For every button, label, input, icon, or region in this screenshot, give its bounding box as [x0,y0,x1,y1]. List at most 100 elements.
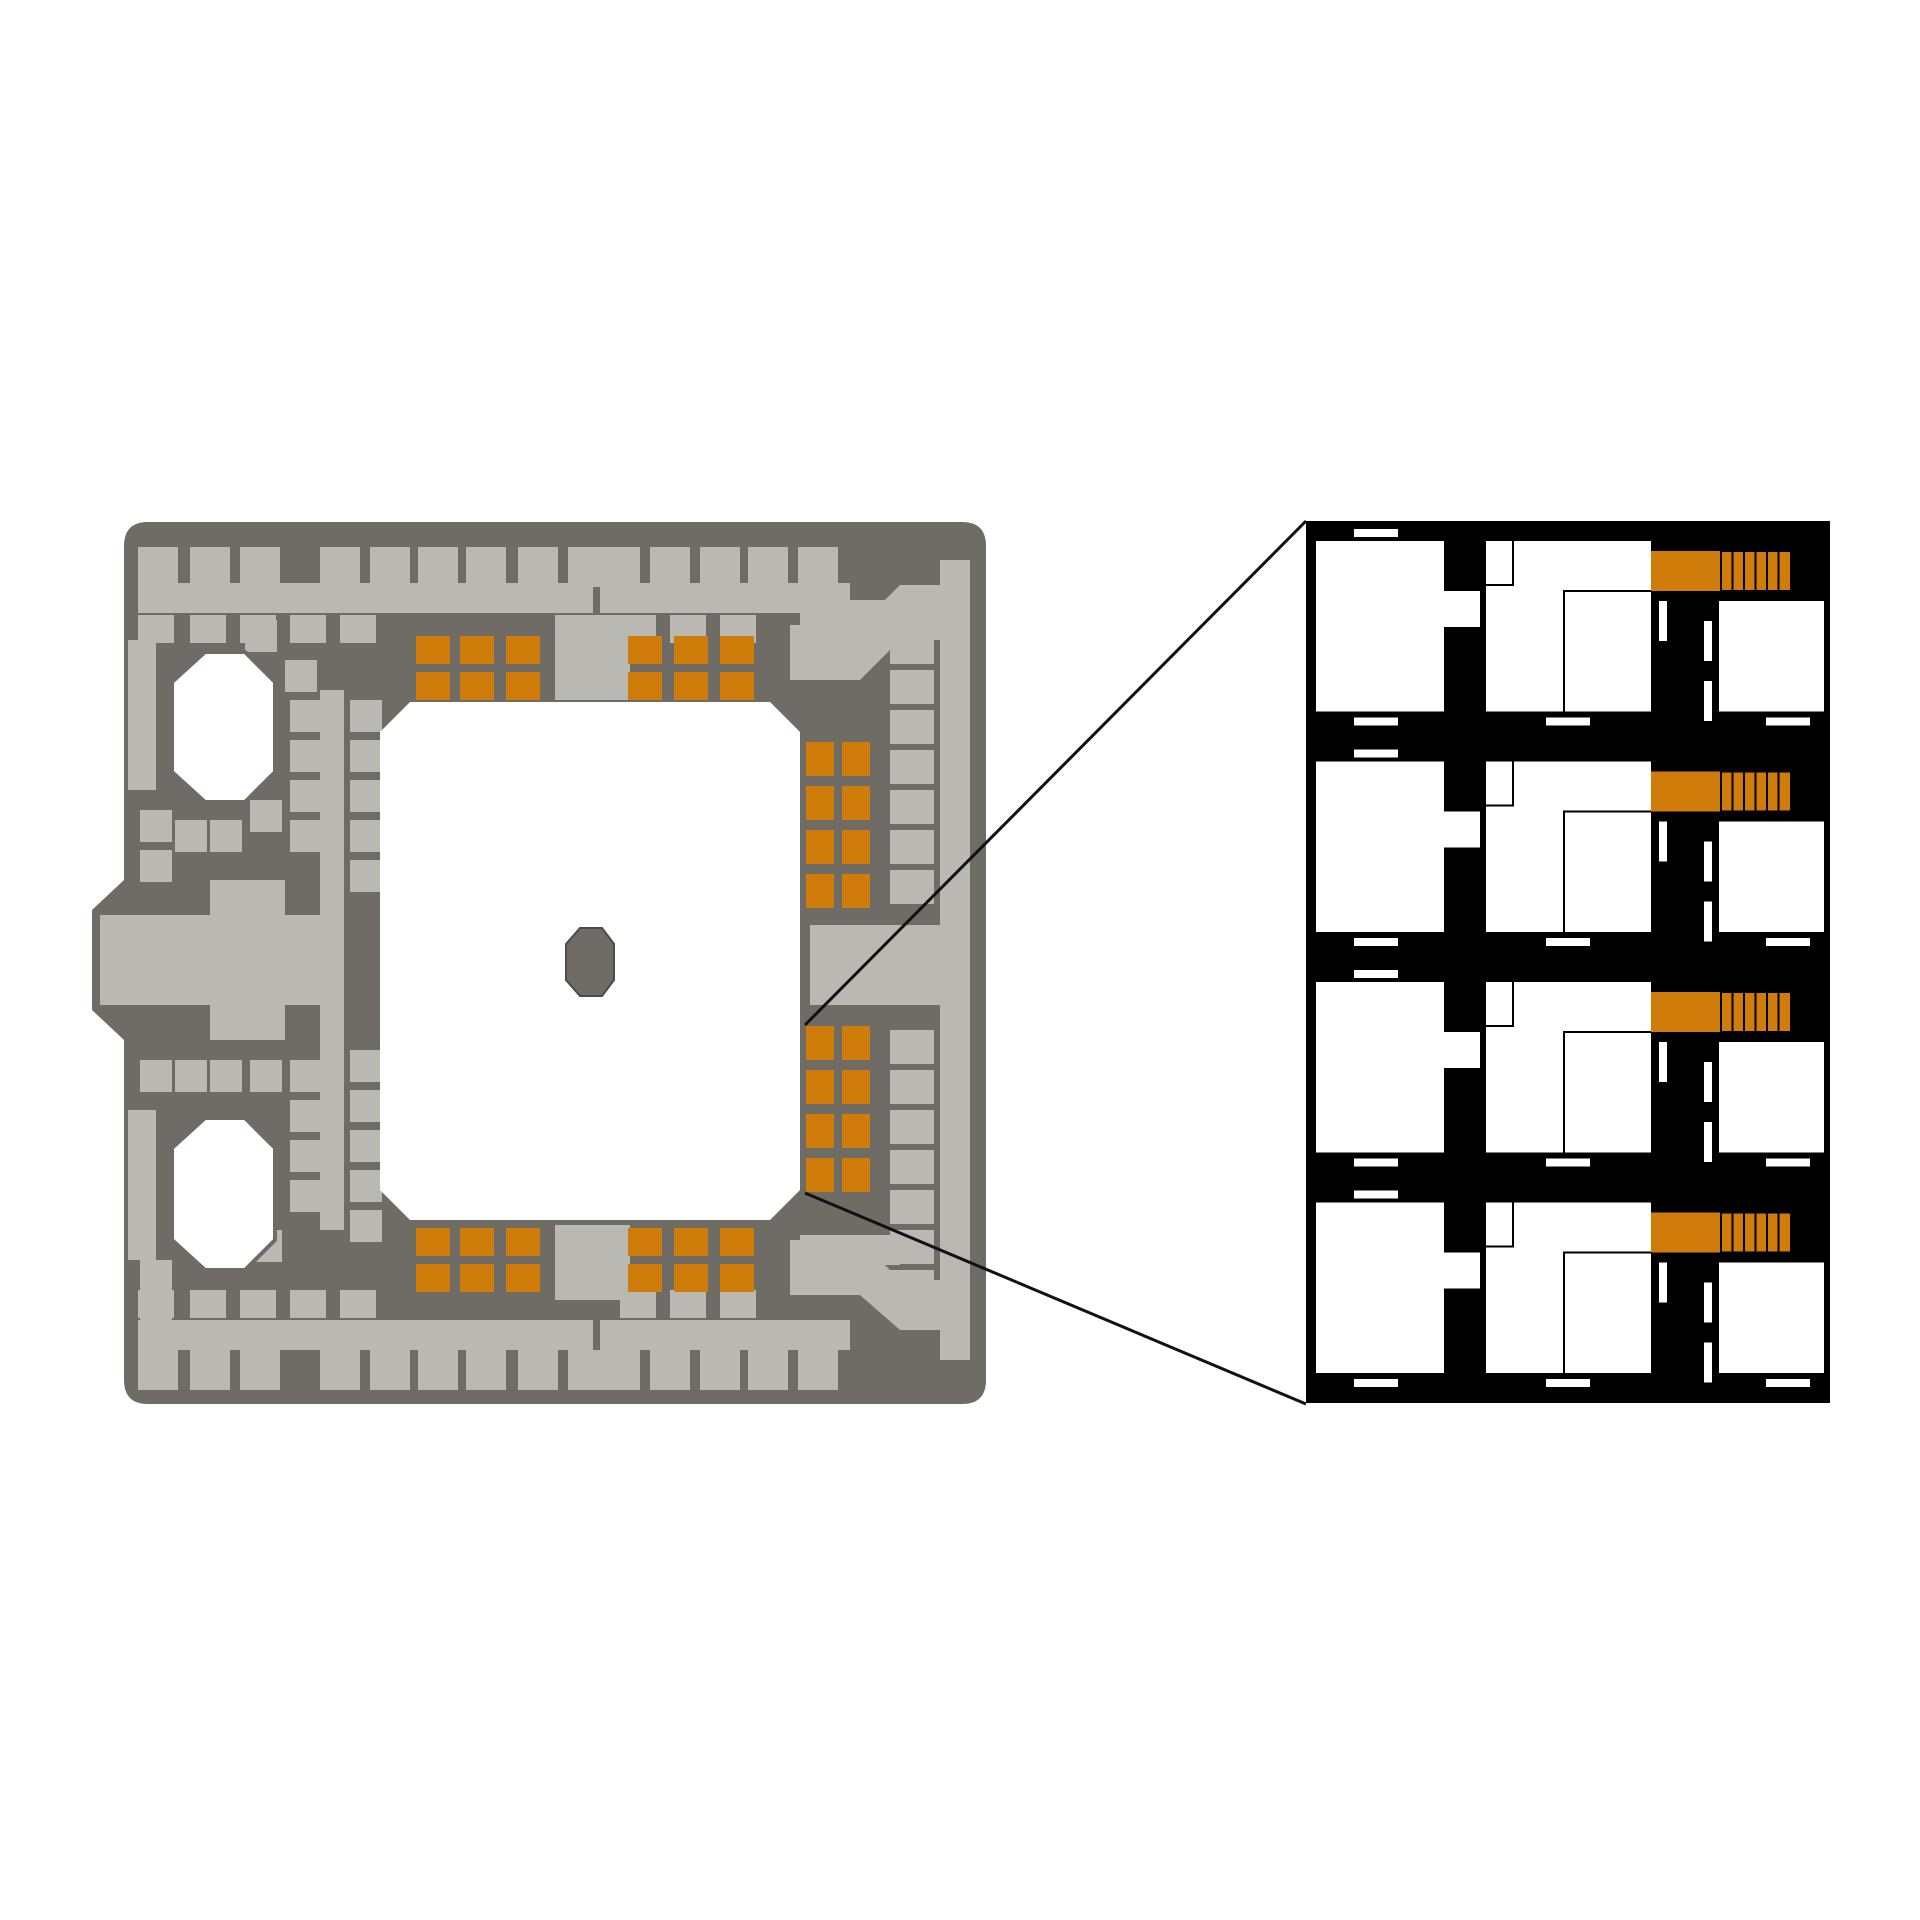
room [250,1060,282,1092]
right-wing [555,560,970,1360]
room [240,1350,280,1390]
room [290,1100,322,1132]
highlighted-unit [720,672,754,700]
partition-line [1563,590,1651,712]
door [1659,601,1667,641]
room [350,1130,382,1162]
highlighted-unit [806,1070,834,1104]
detail-room [1486,541,1651,712]
room [890,1110,934,1144]
window [1354,1190,1398,1199]
room [370,547,410,587]
partition-line [1563,810,1651,932]
highlighted-unit [416,1228,450,1256]
room [670,1290,706,1318]
room [798,1350,838,1390]
partition-line [1486,761,1514,807]
window [1766,938,1810,946]
room [210,820,242,852]
detail-row [1316,1190,1824,1387]
window [1354,749,1398,758]
room [890,1030,934,1064]
window [1354,717,1398,726]
room [350,1170,382,1202]
room [320,1350,360,1390]
room [350,700,382,732]
room [190,615,226,643]
stair-hall [810,925,950,1005]
niche [1444,811,1480,848]
room [720,1290,756,1318]
window [1354,1158,1398,1167]
corridor [600,1320,850,1350]
corner-hall-top [790,585,940,680]
building-plan [92,522,986,1404]
room [350,1050,382,1082]
room [890,710,934,744]
left-wing [100,560,382,1332]
highlighted-unit [842,1026,870,1060]
room [140,1060,172,1092]
highlighted-unit [806,1114,834,1148]
zoom-line-top [803,519,1308,1027]
partition-line [1486,541,1514,586]
central-hall [100,880,330,1040]
partition-line [1486,1202,1514,1248]
highlighted-unit [674,672,708,700]
room [290,615,326,643]
highlighted-unit [674,1264,708,1292]
room [890,870,934,904]
window [1766,1379,1810,1387]
highlighted-unit [720,1228,754,1256]
room [340,1290,376,1318]
room [350,780,382,812]
door [1659,821,1667,862]
highlighted-unit [842,1158,870,1192]
detail-room [1719,601,1824,712]
room [418,1350,458,1390]
room [890,750,934,784]
detail-room [1719,1042,1824,1153]
room [350,1090,382,1122]
room [518,1350,558,1390]
window [1766,1158,1810,1167]
detail-room [1316,761,1444,932]
window [1546,938,1590,946]
highlighted-unit [720,636,754,664]
highlighted-unit [842,1114,870,1148]
room [190,1350,230,1390]
room [250,800,282,832]
detail-row [1316,529,1824,726]
highlighted-unit [460,1264,494,1292]
detail-room [1316,541,1444,712]
room [748,547,788,587]
detail-room [1486,982,1651,1153]
room [290,1180,322,1212]
room [290,1060,322,1092]
highlighted-unit [506,636,540,664]
octagon-icon [565,927,615,997]
highlighted-unit [806,1026,834,1060]
unit-detail [1306,521,1830,1403]
room [140,810,172,842]
highlighted-unit [506,1264,540,1292]
highlighted-unit [806,786,834,820]
highlighted-unit [460,636,494,664]
door [1659,1042,1667,1082]
room [290,700,322,732]
room [175,820,207,852]
room [290,820,322,852]
south-entry [555,1225,630,1300]
niche [1444,591,1480,627]
stair-landing [1651,992,1721,1032]
highlighted-unit [674,1228,708,1256]
room [418,547,458,587]
window [1354,529,1398,537]
room [290,780,322,812]
side-corridor [128,640,156,790]
room [350,820,382,852]
top-wing [138,547,850,643]
detail-room [1316,1202,1444,1373]
highlighted-unit [806,1158,834,1192]
